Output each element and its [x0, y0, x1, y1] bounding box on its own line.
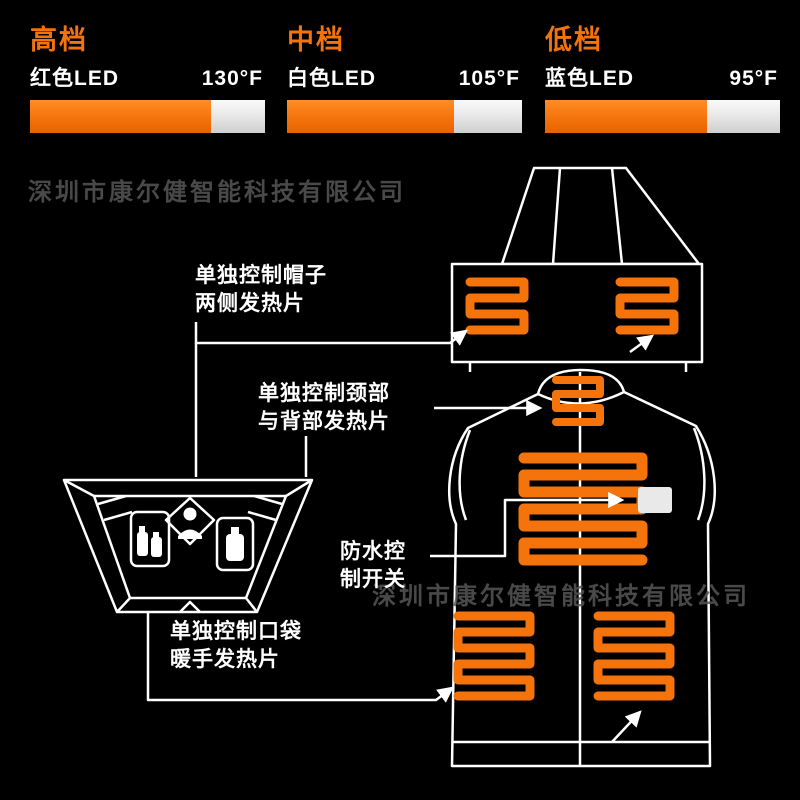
callout-pocket-label: 单独控制口袋 暖手发热片 — [170, 618, 302, 674]
heat-bar-low — [545, 100, 780, 133]
back-heating-pad — [518, 452, 648, 566]
callout-neck-line2: 与背部发热片 — [258, 410, 390, 433]
callout-hat-line1: 单独控制帽子 — [195, 264, 327, 287]
pocket-heating-pad-right — [593, 611, 675, 701]
callout-lines — [146, 322, 654, 743]
pocket-right-arrow — [611, 710, 642, 743]
right-mode-icon — [215, 516, 255, 572]
led-label-mid: 白色LED — [287, 67, 376, 90]
heat-level-mid: 中档 白色LED 105°F — [287, 14, 522, 134]
callout-hat-line2: 两侧发热片 — [195, 292, 305, 315]
level-title-mid: 中档 — [287, 25, 345, 55]
level-title-low: 低档 — [545, 25, 603, 55]
left-mode-icon — [129, 510, 171, 568]
neck-heating-pad — [552, 376, 604, 426]
level-title-high: 高档 — [30, 25, 88, 55]
callout-pocket-line1: 单独控制口袋 — [170, 620, 302, 643]
callout-switch-line2: 制开关 — [340, 568, 406, 591]
heat-bar-fill-low — [545, 100, 708, 133]
temp-label-low: 95°F — [729, 67, 778, 90]
company-watermark-top: 深圳市康尔健智能科技有限公司 — [28, 179, 406, 206]
heat-bar-mid — [287, 100, 522, 133]
company-watermark-middle: 深圳市康尔健智能科技有限公司 — [372, 583, 750, 610]
waterproof-switch — [638, 487, 672, 513]
callout-neck-label: 单独控制颈部 与背部发热片 — [258, 380, 390, 436]
temp-label-high: 130°F — [201, 67, 263, 90]
callout-pocket-line2: 暖手发热片 — [170, 648, 280, 671]
hat-callout-line — [194, 322, 468, 346]
switch-callout-line — [430, 491, 625, 558]
heat-bar-fill-high — [30, 100, 211, 133]
callout-switch-line1: 防水控 — [340, 540, 406, 563]
callout-neck-line1: 单独控制颈部 — [258, 382, 390, 405]
pocket-heating-pad-left — [453, 611, 535, 701]
hood-outline — [450, 166, 704, 372]
led-label-low: 蓝色LED — [545, 67, 634, 90]
hat-right-arrow — [629, 334, 654, 354]
heat-level-high: 高档 红色LED 130°F — [30, 14, 265, 134]
pocket-callout-line — [146, 612, 454, 703]
callout-hat-label: 单独控制帽子 两侧发热片 — [195, 262, 327, 318]
temp-label-mid: 105°F — [458, 67, 520, 90]
person-icon — [183, 507, 197, 521]
callout-switch-label: 防水控 制开关 — [340, 538, 406, 594]
vest-outline — [448, 368, 716, 768]
heat-level-low: 低档 蓝色LED 95°F — [545, 14, 780, 134]
controller-illustration — [62, 478, 314, 614]
hood-heating-pad-right — [615, 277, 679, 335]
led-label-high: 红色LED — [30, 67, 119, 90]
heat-bar-fill-mid — [287, 100, 454, 133]
hood-heating-pad-left — [465, 277, 529, 335]
heat-bar-high — [30, 100, 265, 133]
